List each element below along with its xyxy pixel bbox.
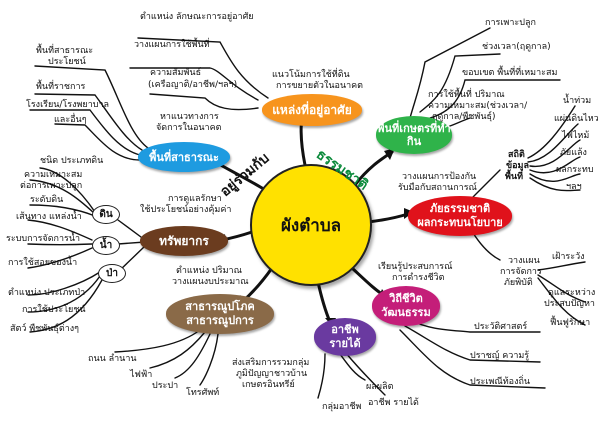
housing-sub-1: แนวโน้มการใช้ที่ดิน bbox=[272, 70, 350, 80]
infra-leaf-3: ประปา bbox=[152, 381, 179, 391]
agri-leaf-5: ความเหมาะสม(ช่วงเวลา/ bbox=[428, 101, 528, 111]
public-leaf-2: ประโยชน์ bbox=[48, 57, 86, 67]
public-leaf-4: โรงเรียน/โรงพยาบาล bbox=[26, 100, 110, 110]
forest-leaf-2: การใช้ประโยชน์ bbox=[22, 305, 86, 315]
water-leaf-3: การใช้สอยของน้ำ bbox=[8, 258, 78, 268]
agri-node: พื้นที่เกษตรที่ทำกิน bbox=[376, 116, 452, 154]
disaster-leaf-6: ฯลฯ bbox=[566, 182, 582, 192]
career-leaf-3: อาชีพ รายได้ bbox=[368, 398, 419, 408]
career-leaf-1: กลุ่มอาชีพ bbox=[322, 402, 362, 412]
infra-node: สาธารณูปโภค สาธารณูปการ bbox=[166, 294, 274, 334]
career-node: อาชีพ รายได้ bbox=[314, 318, 376, 356]
public-node: พื้นที่สาธารณะ bbox=[138, 142, 230, 172]
housing-sub-2: การขยายตัวในอนาคต bbox=[276, 81, 364, 91]
soil-leaf-3: ต่อการเพาะปลูก bbox=[20, 181, 83, 191]
disaster-leaf-4: ภัยแล้ง bbox=[560, 148, 587, 158]
disaster-plan-1: วางแผน bbox=[508, 256, 540, 266]
public-leaf-5: และอื่นๆ bbox=[54, 115, 87, 125]
water-oval: น้ำ bbox=[92, 236, 120, 255]
culture-sub-2: การดำรงชีวิต bbox=[392, 273, 445, 283]
disaster-leaf-1: น้ำท่วม bbox=[563, 96, 592, 106]
disaster-stats-3: พื้นที่ bbox=[505, 172, 524, 182]
forest-leaf-3: สัตว์ พืชพันธุ์ต่างๆ bbox=[10, 324, 79, 334]
forest-oval: ป่า bbox=[98, 264, 126, 283]
resource-node: ทรัพยากร bbox=[140, 226, 228, 256]
soil-leaf-2: ความเหมาะสม bbox=[24, 170, 83, 180]
infra-leaf-2: ไฟฟ้า bbox=[130, 370, 153, 380]
soil-oval: ดิน bbox=[92, 205, 120, 224]
disaster-leaf-2: แผ่นดินไหว bbox=[554, 114, 599, 124]
disaster-stats-2: ข้อมูล bbox=[506, 161, 530, 171]
housing-leaf-3: ความสัมพันธ์ bbox=[150, 68, 202, 78]
career-sub-1: ส่งเสริมการรวมกลุ่ม bbox=[232, 358, 310, 368]
resource-sub-1: การดูแลรักษา bbox=[168, 194, 222, 204]
disaster-plan-leaf-2: ดูแลระหว่าง bbox=[548, 288, 596, 298]
infra-leaf-4: โทรศัพท์ bbox=[186, 388, 220, 398]
disaster-sub-2: รับมือกับสถานการณ์ bbox=[398, 183, 477, 193]
housing-leaf-4: (เครือญาติ/อาชีพ/ฯลฯ) bbox=[148, 80, 238, 90]
soil-leaf-4: ระดับดิน bbox=[30, 195, 64, 205]
agri-leaf-4: การใช้พื้นที่ ปริมาณ bbox=[428, 90, 505, 100]
housing-leaf-1: ตำแหน่ง ลักษณะการอยู่อาศัย bbox=[140, 12, 254, 22]
career-sub-2: ภูมิปัญญาชาวบ้าน bbox=[236, 369, 308, 379]
public-sub-2: จัดการในอนาคต bbox=[156, 123, 222, 133]
disaster-leaf-3: ไฟไหม้ bbox=[562, 131, 590, 141]
center-label: ผังตำบล bbox=[280, 215, 342, 236]
disaster-plan-leaf-1: เฝ้าระวัง bbox=[552, 252, 585, 262]
public-sub-1: หาแนวทางการ bbox=[160, 112, 219, 122]
disaster-stats-1: สถิติ bbox=[508, 150, 525, 160]
disaster-leaf-5: ผลกระทบ bbox=[556, 165, 594, 175]
water-leaf-1: เส้นทาง แหล่งน้ำ bbox=[16, 212, 82, 222]
career-sub-3: เกษตรอินทรีย์ bbox=[242, 380, 295, 390]
disaster-plan-leaf-4: ฟื้นฟูรักษา bbox=[550, 318, 591, 328]
culture-leaf-3: ประเพณีท้องถิ่น bbox=[470, 377, 531, 387]
disaster-plan-2: การจัดการ bbox=[500, 267, 542, 277]
public-leaf-1: พื้นที่สาธารณะ bbox=[36, 46, 94, 56]
culture-leaf-1: ประวัติศาสตร์ bbox=[474, 322, 528, 332]
career-leaf-2: ผลผลิต bbox=[366, 382, 394, 392]
water-leaf-2: ระบบการจัดการน้ำ bbox=[6, 234, 81, 244]
infra-sub-1: ตำแหน่ง ปริมาณ bbox=[176, 266, 242, 276]
agri-leaf-3: ขอบเขต พื้นที่ที่เหมาะสม bbox=[462, 68, 558, 78]
disaster-plan-leaf-3: ประสบปัญหา bbox=[544, 299, 595, 309]
culture-leaf-2: ปราชญ์ ความรู้ bbox=[470, 351, 530, 361]
forest-leaf-1: ตำแหน่ง ประเภทป่า bbox=[8, 288, 86, 298]
public-leaf-3: พื้นที่ราชการ bbox=[36, 82, 86, 92]
disaster-sub-1: วางแผนการป้องกัน bbox=[402, 172, 477, 182]
agri-leaf-1: การเพาะปลูก bbox=[485, 18, 536, 28]
disaster-node: ภัยธรรมชาติ ผลกระทบนโยบาย bbox=[408, 196, 512, 236]
agri-leaf-2: ช่วงเวลา(ฤดูกาล) bbox=[482, 42, 551, 52]
infra-leaf-1: ถนน ลำนาน bbox=[88, 354, 137, 364]
housing-node: แหล่งที่อยู่อาศัย bbox=[262, 94, 362, 126]
center-node: ผังตำบล bbox=[250, 164, 372, 286]
infra-sub-2: วางแผนงบประมาณ bbox=[172, 277, 249, 287]
culture-sub-1: เรียนรู้ประสบการณ์ bbox=[378, 262, 453, 272]
culture-node: วิถีชีวิต วัฒนธรรม bbox=[372, 286, 440, 326]
disaster-plan-3: ภัยพิบัติ bbox=[504, 278, 533, 288]
soil-leaf-1: ชนิด ประเภทดิน bbox=[40, 156, 104, 166]
resource-sub-2: ใช้ประโยชน์อย่างคุ้มค่า bbox=[140, 205, 232, 215]
agri-leaf-6: ฤดูกาล/พืชพันธุ์) bbox=[432, 112, 496, 122]
housing-leaf-2: วางแผนการใช้พื้นที่ bbox=[134, 40, 210, 50]
